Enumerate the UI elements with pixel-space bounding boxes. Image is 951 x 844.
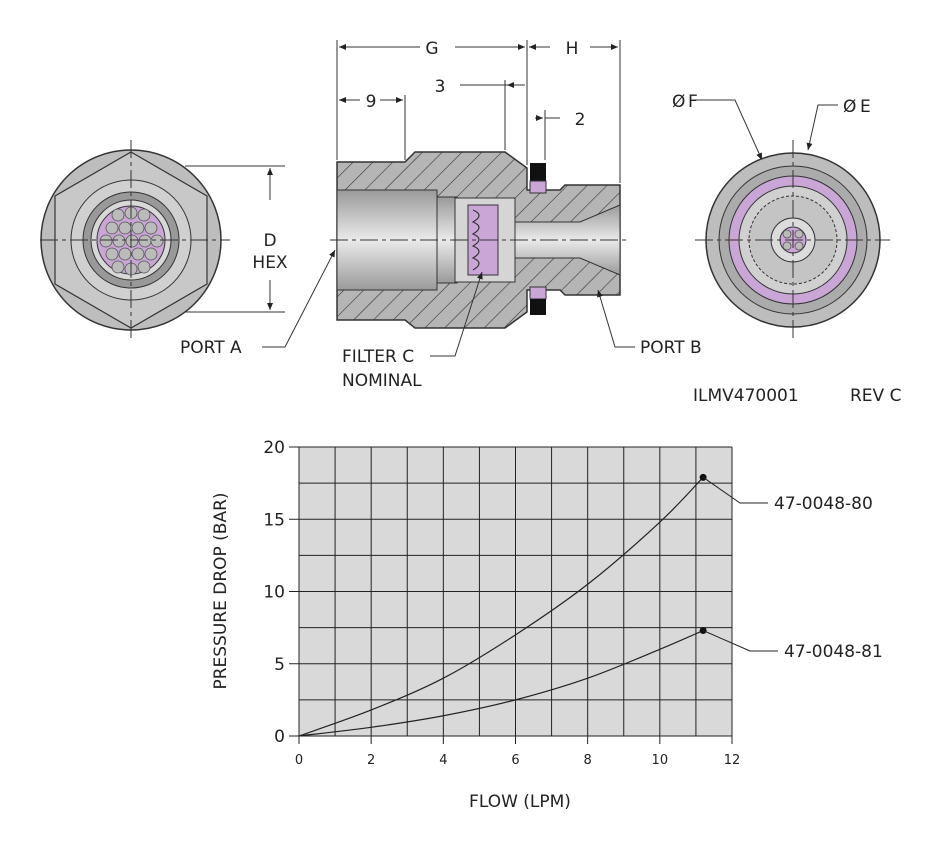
diameter-f-label: F [688, 92, 698, 112]
series-line-47-0048-81 [298, 629, 704, 737]
port-a-label: PORT A [180, 338, 242, 358]
x-tick-label: 0 [295, 753, 303, 768]
series-line-47-0048-80 [298, 476, 704, 737]
filter-nominal-label: NOMINAL [342, 371, 422, 391]
y-tick-label: 20 [263, 438, 285, 458]
dimension-9-label: 9 [366, 92, 377, 112]
dimension-d-hex: D HEX [185, 165, 288, 313]
x-tick-label: 8 [584, 753, 592, 768]
x-tick-label: 2 [367, 753, 375, 768]
series-leader-line [702, 630, 778, 652]
section-view [330, 151, 630, 329]
x-tick-label: 4 [439, 753, 447, 768]
series-leader-line [702, 476, 768, 504]
x-tick-label: 10 [652, 753, 669, 768]
series-label: 47-0048-80 [774, 494, 873, 514]
diameter-e-symbol: Ø [843, 97, 856, 117]
dimension-hex-label: HEX [252, 253, 288, 273]
dimension-g-label: G [425, 39, 438, 59]
y-axis-label: PRESSURE DROP (BAR) [211, 492, 231, 689]
x-tick-label: 12 [724, 753, 741, 768]
dimension-h-label: H [566, 39, 579, 59]
revision-label: REV C [850, 386, 901, 406]
series-label: 47-0048-81 [784, 642, 883, 662]
filter-c-label: FILTER C [342, 347, 414, 367]
spring-icon [471, 209, 480, 271]
end-view-port-b [695, 140, 890, 340]
section-dimensions [336, 40, 621, 183]
dimension-d-label: D [263, 231, 276, 251]
x-tick-label: 6 [511, 753, 519, 768]
port-b-label: PORT B [640, 338, 702, 358]
diameter-e-label: E [860, 97, 871, 117]
y-tick-label: 5 [274, 655, 285, 675]
end-view-port-a [40, 140, 230, 340]
dimension-2-label: 2 [575, 110, 586, 130]
y-tick-label: 10 [263, 583, 285, 603]
dimension-3-label: 3 [435, 77, 446, 97]
y-tick-label: 0 [274, 727, 285, 747]
pressure-drop-chart: 0 2 4 6 8 10 12 0 5 10 15 20 47-0048-80 47-0048-81 F… [211, 438, 883, 812]
y-tick-label: 15 [263, 510, 285, 530]
diameter-f-symbol: Ø [672, 92, 685, 112]
x-axis-label: FLOW (LPM) [469, 792, 571, 812]
part-number: ILMV470001 [693, 386, 799, 406]
